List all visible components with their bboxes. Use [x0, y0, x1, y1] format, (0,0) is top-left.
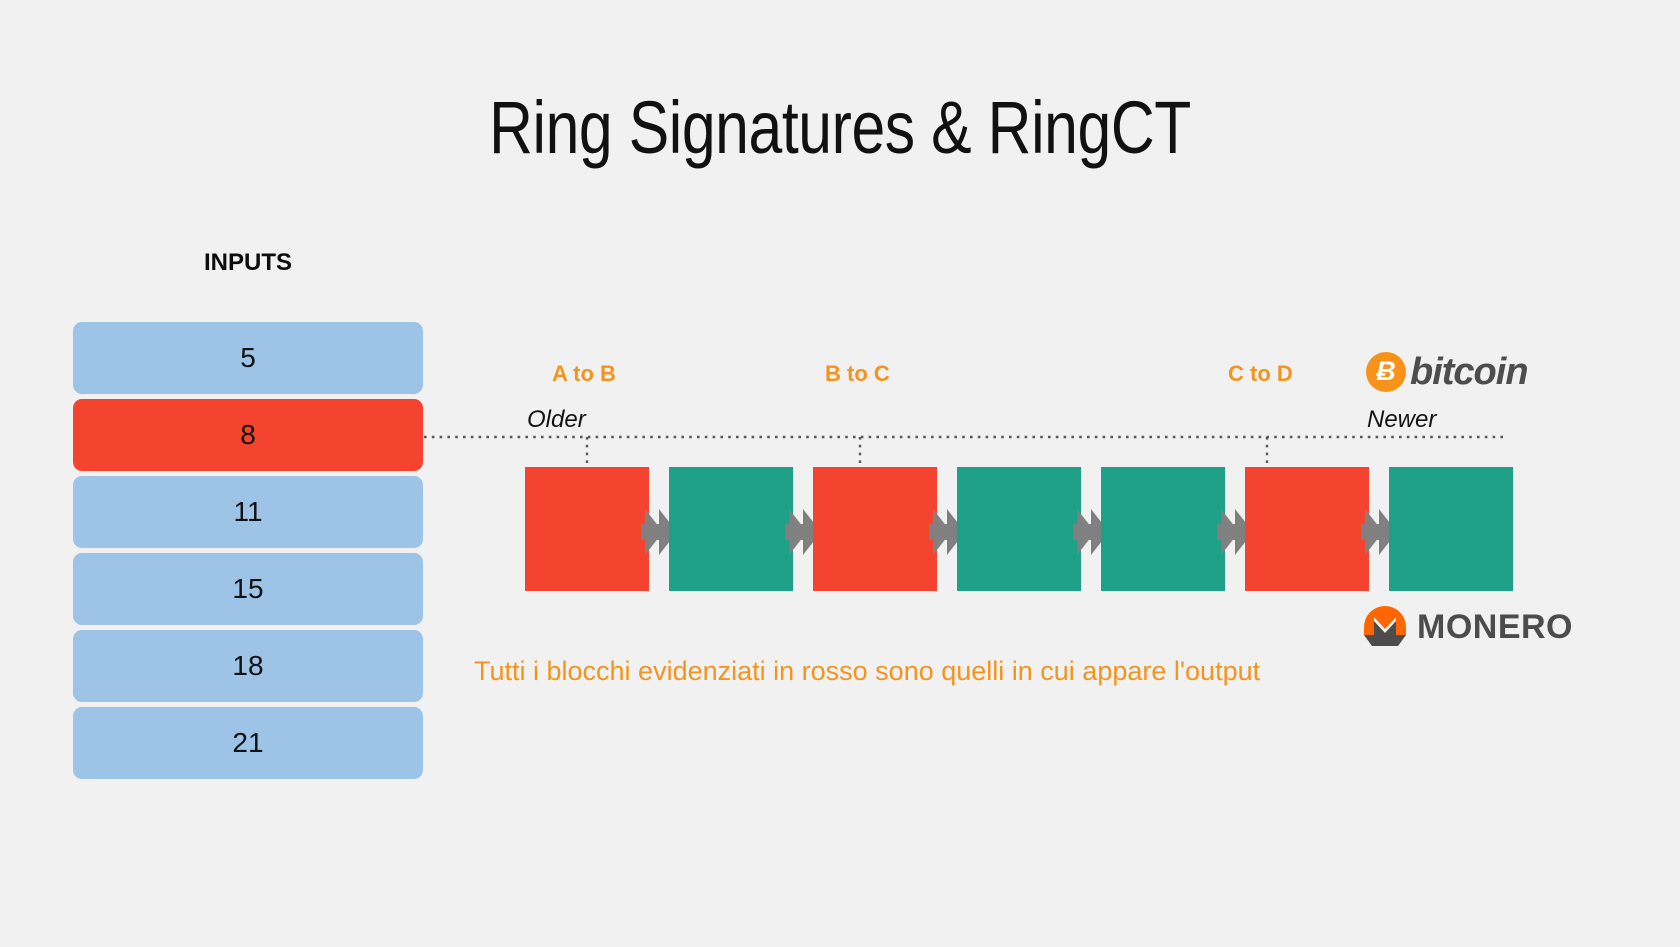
chain-arrow-4-5	[1073, 467, 1109, 591]
chevron-right-icon	[1217, 509, 1253, 555]
older-label: Older	[527, 406, 586, 433]
bitcoin-symbol: Ƀ	[1376, 355, 1396, 386]
monero-coin-icon	[1362, 604, 1408, 650]
chevron-right-icon	[641, 509, 677, 555]
chevron-right-icon	[1361, 509, 1397, 555]
bitcoin-coin-icon: Ƀ	[1366, 352, 1406, 392]
chain-arrow-3-4	[929, 467, 965, 591]
page-title: Ring Signatures & RingCT	[489, 86, 1191, 169]
chain-block-3[interactable]	[813, 467, 937, 591]
bitcoin-logo: Ƀ bitcoin	[1366, 351, 1529, 393]
chevron-right-icon	[929, 509, 965, 555]
bitcoin-wordmark: bitcoin	[1410, 351, 1529, 393]
caption-text: Tutti i blocchi evidenziati in rosso son…	[474, 656, 1261, 686]
newer-label: Newer	[1367, 406, 1437, 433]
input-block-8[interactable]: 8	[73, 399, 423, 471]
chain-block-4[interactable]	[957, 467, 1081, 591]
period-label-c-to-d: C to D	[1228, 361, 1293, 386]
chain-arrow-2-3	[785, 467, 821, 591]
input-block-21[interactable]: 21	[73, 707, 423, 779]
monero-logo: MONERO	[1362, 604, 1573, 650]
chain-block-5[interactable]	[1101, 467, 1225, 591]
chain-block-7[interactable]	[1389, 467, 1513, 591]
input-block-15[interactable]: 15	[73, 553, 423, 625]
input-block-5[interactable]: 5	[73, 322, 423, 394]
chain-arrow-1-2	[641, 467, 677, 591]
input-block-11[interactable]: 11	[73, 476, 423, 548]
chain-block-1[interactable]	[525, 467, 649, 591]
chain-block-2[interactable]	[669, 467, 793, 591]
chain-arrow-5-6	[1217, 467, 1253, 591]
period-label-a-to-b: A to B	[552, 361, 616, 386]
monero-wordmark: MONERO	[1417, 608, 1573, 646]
chain-block-6[interactable]	[1245, 467, 1369, 591]
input-block-18[interactable]: 18	[73, 630, 423, 702]
chain-blocks	[525, 467, 1513, 591]
inputs-list: 5 8 11 15 18 21	[73, 322, 423, 784]
period-label-b-to-c: B to C	[825, 361, 890, 386]
inputs-heading: INPUTS	[203, 249, 292, 276]
chain-arrow-6-7	[1361, 467, 1397, 591]
chevron-right-icon	[785, 509, 821, 555]
chevron-right-icon	[1073, 509, 1109, 555]
